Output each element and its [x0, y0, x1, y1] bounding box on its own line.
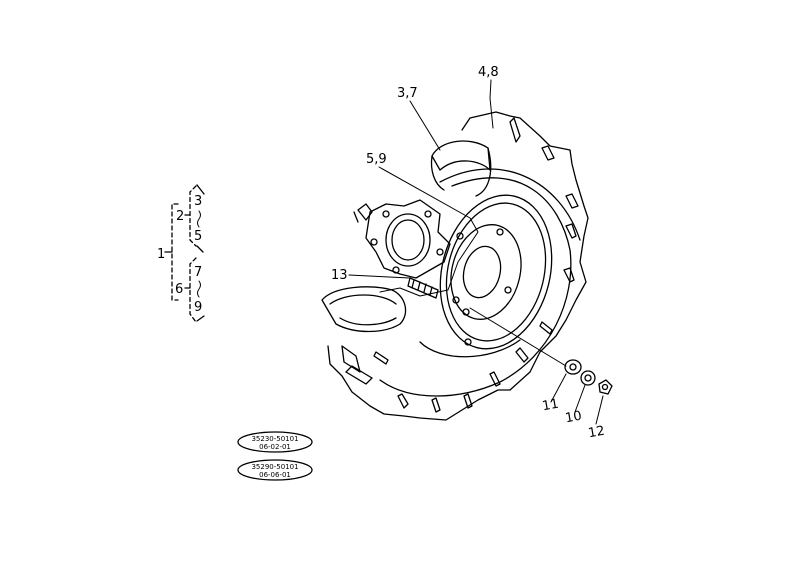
leader-3-7 — [409, 100, 441, 151]
leader-5-9 — [378, 166, 479, 297]
callout-4-8: 4,8 — [478, 65, 499, 80]
stamp-2-line-1: 35290-50101 — [251, 463, 298, 471]
leader-13 — [348, 274, 411, 279]
leader-4-8 — [489, 79, 494, 129]
stamp-oval-2 — [237, 459, 313, 481]
assembly-bracket-tree — [164, 184, 205, 323]
leader-11 — [550, 373, 567, 403]
callout-1: 1 — [157, 247, 165, 262]
callout-12: 12 — [587, 424, 606, 442]
wheel-rim — [419, 194, 553, 358]
callout-5: 5 — [194, 229, 202, 244]
callout-7: 7 — [194, 265, 202, 280]
nut-10 — [580, 370, 596, 386]
hub-flange — [353, 199, 451, 279]
leader-12 — [595, 395, 604, 425]
callout-3: 3 — [194, 194, 202, 209]
callout-9: 9 — [194, 300, 202, 315]
stamp-1-line-1: 35230-50101 — [251, 435, 298, 443]
cap-nut-12 — [598, 379, 613, 395]
callout-6: 6 — [175, 282, 183, 297]
leader-10 — [574, 384, 586, 413]
leader-axis — [469, 307, 567, 367]
callout-5-9: 5,9 — [366, 152, 387, 167]
rim-cutaway-lip — [321, 286, 407, 333]
callout-3-7: 3,7 — [397, 86, 418, 101]
stamp-2-line-2: 06-06-01 — [259, 471, 291, 479]
leader-lines — [348, 79, 604, 425]
stamp-1-line-2: 06-02-01 — [259, 443, 291, 451]
callout-10: 10 — [564, 409, 583, 427]
stamp-oval-1 — [237, 431, 313, 453]
tire-with-lugs — [327, 111, 589, 421]
callout-2: 2 — [176, 209, 184, 224]
inner-tube — [430, 140, 492, 197]
washer-11 — [564, 359, 582, 375]
callout-11: 11 — [541, 397, 560, 415]
callout-13: 13 — [331, 268, 348, 283]
stud-bolt — [407, 277, 439, 299]
